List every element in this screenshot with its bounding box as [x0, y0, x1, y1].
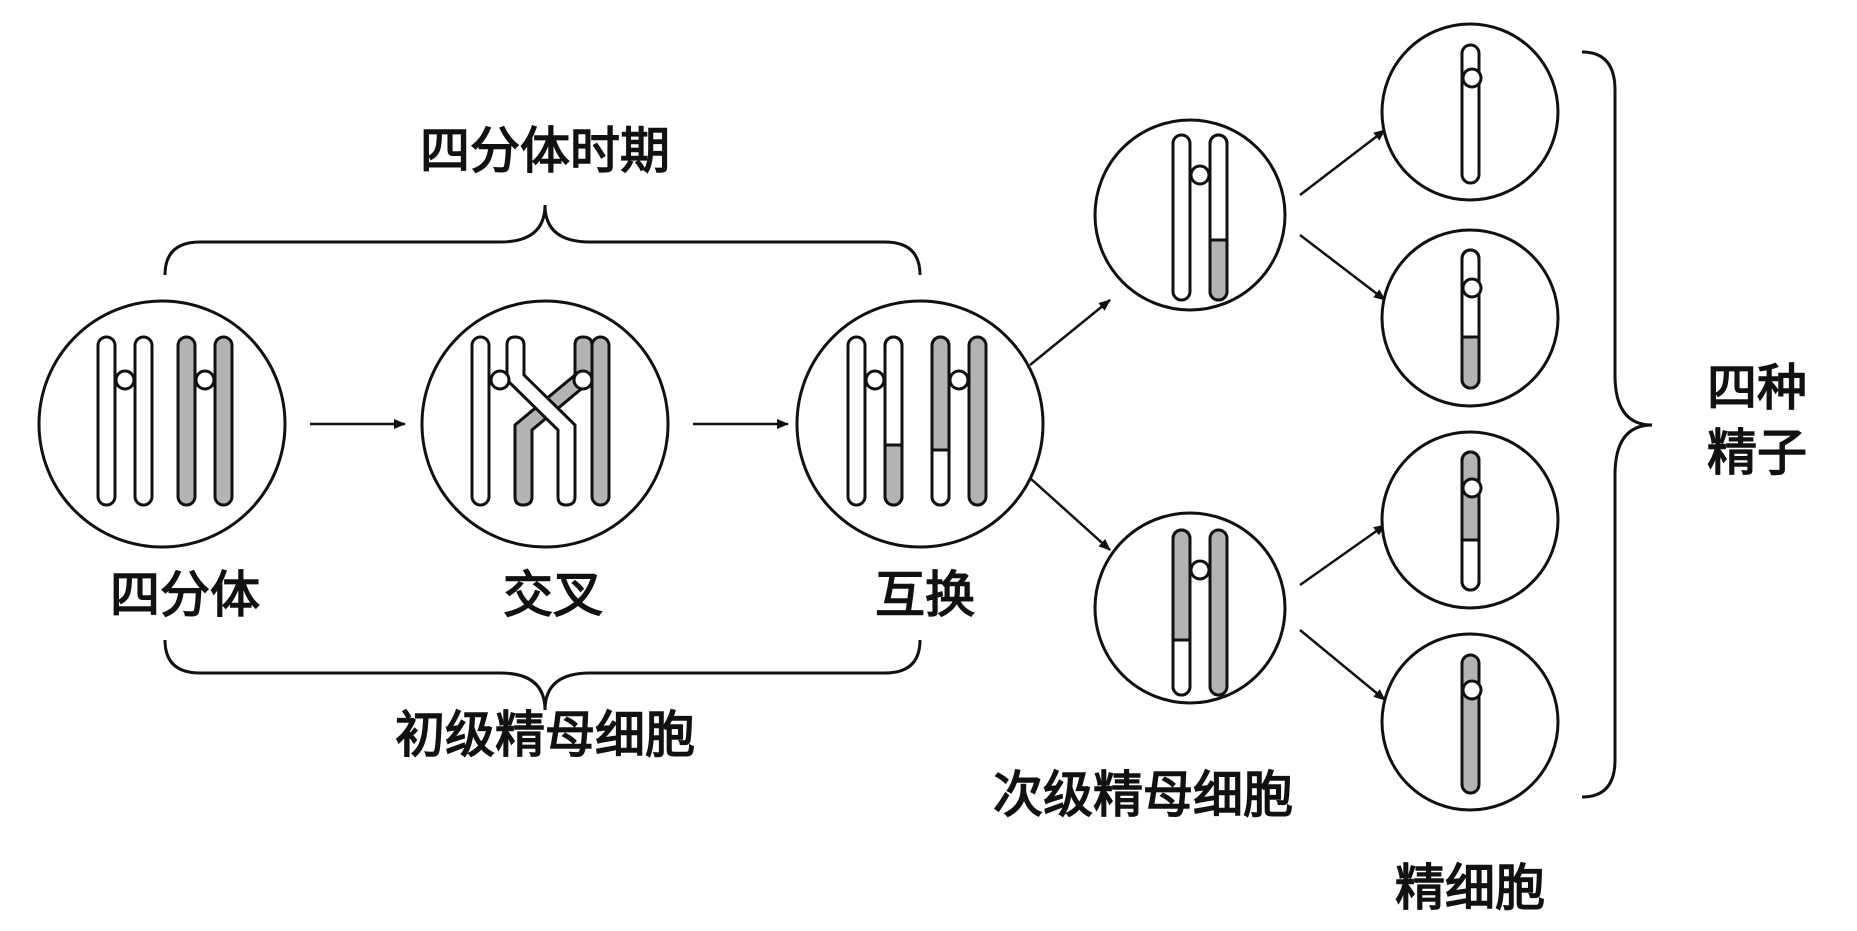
exchange-cell	[795, 299, 1045, 549]
secondary-cell-top	[1093, 118, 1287, 312]
chromatid	[176, 335, 197, 507]
arrow	[1299, 629, 1386, 701]
centromere	[1189, 164, 1211, 186]
spermatid-2	[1380, 228, 1560, 408]
chromatid	[96, 335, 117, 507]
arrow	[1299, 234, 1386, 301]
chromatid	[470, 335, 491, 507]
secondary-spermatocyte-label: 次级精母细胞	[993, 766, 1293, 824]
chromatid	[846, 335, 867, 507]
centromere	[1461, 277, 1483, 299]
chromatid	[1171, 133, 1192, 302]
centromere	[1461, 67, 1483, 89]
arrow	[1299, 129, 1386, 196]
chromatid	[213, 335, 234, 507]
chromatid	[1460, 43, 1481, 185]
centromere	[489, 369, 511, 391]
tetrad-period-label: 四分体时期	[420, 122, 670, 180]
tetrad-label: 四分体	[110, 566, 260, 624]
arrow	[1029, 477, 1111, 551]
top-brace	[163, 204, 922, 276]
arrow	[1029, 299, 1111, 366]
chromatid	[133, 335, 154, 507]
crossing-chromatid	[505, 335, 577, 507]
primary-spermatocyte-label: 初级精母细胞	[395, 706, 695, 764]
crossing-label: 交叉	[503, 566, 603, 624]
tetrad-cell	[37, 299, 287, 549]
spermatid-1	[1380, 22, 1560, 202]
centromere	[864, 369, 886, 391]
centromere	[1189, 559, 1211, 581]
chromatid	[590, 335, 611, 507]
exchange-label: 互换	[875, 566, 975, 624]
centromere	[194, 369, 216, 391]
spermatid-label: 精细胞	[1395, 859, 1545, 917]
centromere	[114, 369, 136, 391]
spermatid-4	[1380, 632, 1560, 812]
centromere	[948, 369, 970, 391]
spermatid-3	[1380, 430, 1560, 610]
chromatid	[1460, 653, 1481, 795]
four-kinds-label-line1: 四种	[1707, 359, 1807, 417]
four-kinds-label-line2: 精子	[1707, 424, 1807, 482]
crossing-cell	[420, 299, 670, 549]
centromere	[572, 369, 594, 391]
secondary-cell-bottom	[1093, 511, 1287, 705]
bottom-brace	[163, 639, 922, 711]
centromere	[1461, 477, 1483, 499]
right-brace	[1581, 50, 1653, 799]
chromatid	[967, 335, 988, 507]
arrow	[1299, 523, 1386, 587]
chromatid	[1208, 528, 1229, 697]
centromere	[1461, 679, 1483, 701]
